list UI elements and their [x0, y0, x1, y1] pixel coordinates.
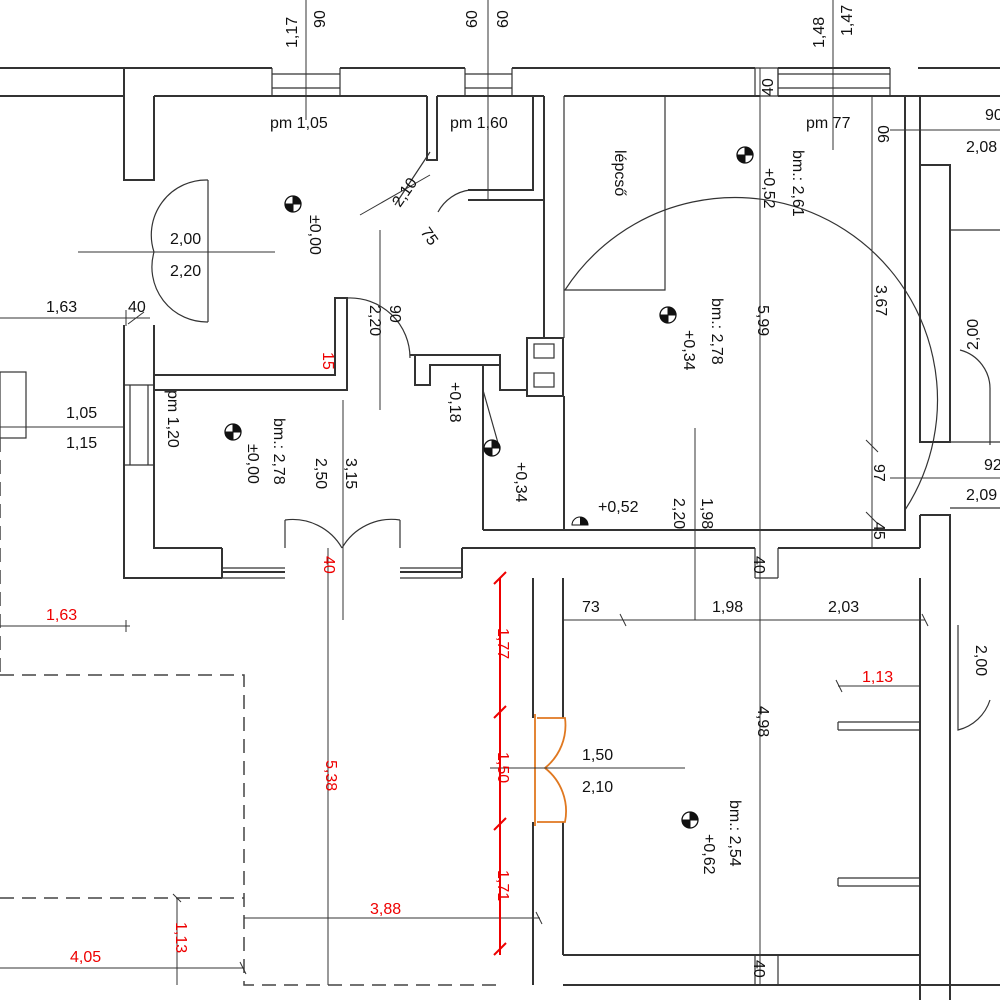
dim-text: 1,63 — [46, 607, 77, 624]
dim-text: 40 — [750, 960, 767, 978]
dim-text: 1,77 — [494, 628, 511, 659]
red-dimension-line — [493, 571, 507, 956]
door-label: 1,50 — [582, 747, 613, 764]
dim-text: 15 — [319, 352, 336, 370]
dim-text: 4,05 — [70, 949, 101, 966]
dim-text: 2,08 — [966, 139, 997, 156]
dim-text: 1,13 — [862, 669, 893, 686]
height-label: bm.: 2,78 — [270, 418, 287, 485]
dim-text: 40 — [760, 78, 777, 96]
dim-text: 1,50 — [494, 752, 511, 783]
height-label: bm.: 2,61 — [789, 150, 806, 217]
level-markers — [224, 146, 754, 829]
dim-text: 1,48 — [811, 17, 828, 48]
dim-text: 90 — [876, 125, 893, 143]
level-label: +0,34 — [512, 462, 529, 503]
dim-text: 5,99 — [754, 305, 771, 336]
dim-text: 90 — [985, 107, 1000, 124]
door-label: 2,10 — [582, 779, 613, 796]
dim-text: 1,98 — [712, 599, 743, 616]
dim-text: 1,98 — [698, 498, 715, 529]
dashed-outlines — [0, 438, 500, 986]
dim-text: 1,47 — [839, 5, 856, 36]
dim-text: 2,00 — [972, 645, 989, 676]
door-label: 75 — [417, 225, 441, 249]
text-labels: 1,17 90 60 60 1,48 1,47 pm 1,05 pm 1,60 … — [46, 5, 1000, 978]
dim-text: 60 — [495, 10, 512, 28]
dim-text: 2,03 — [828, 599, 859, 616]
parapet-label: pm 1,05 — [270, 115, 328, 132]
parapet-label: pm 77 — [806, 115, 851, 132]
dim-text: 3,67 — [872, 285, 889, 316]
parapet-label: pm 1,20 — [164, 390, 181, 448]
dim-text: 1,05 — [66, 405, 97, 422]
dim-text: 2,50 — [312, 458, 329, 489]
dim-text: 2,09 — [966, 487, 997, 504]
dim-text: 90 — [386, 305, 403, 323]
level-label: ±0,00 — [244, 444, 261, 484]
dim-text: 1,13 — [172, 922, 189, 953]
dim-text: 90 — [312, 10, 329, 28]
door-label: 2,10 — [389, 175, 421, 210]
dim-text: 1,63 — [46, 299, 77, 316]
door-label: 2,20 — [170, 263, 201, 280]
dim-text: 40 — [320, 556, 337, 574]
height-label: bm.: 2,78 — [708, 298, 725, 365]
dim-text: 3,88 — [370, 901, 401, 918]
level-label: +0,18 — [446, 382, 463, 423]
dim-text: 73 — [582, 599, 600, 616]
level-label: +0,34 — [680, 330, 697, 371]
dim-text: 45 — [870, 522, 887, 540]
level-label: +0,52 — [760, 168, 777, 209]
dim-text: 2,20 — [670, 498, 687, 529]
dim-text: 5,38 — [322, 760, 339, 791]
dim-text: 40 — [128, 299, 146, 316]
dim-text: 1,71 — [494, 870, 511, 901]
level-label: ±0,00 — [306, 215, 323, 255]
dim-text: 40 — [750, 556, 767, 574]
level-label: +0,62 — [700, 834, 717, 875]
interior-walls — [0, 68, 1000, 1000]
dim-text: 4,98 — [754, 706, 771, 737]
dim-text: 2,20 — [366, 305, 383, 336]
dim-text: 97 — [870, 464, 887, 482]
dim-text: 60 — [464, 10, 481, 28]
level-label: +0,52 — [598, 499, 639, 516]
stairs-label: lépcső — [611, 150, 628, 196]
dim-text: 1,15 — [66, 435, 97, 452]
parapet-label: pm 1,60 — [450, 115, 508, 132]
dim-text: 2,00 — [965, 319, 982, 350]
dim-text: 3,15 — [342, 458, 359, 489]
dim-text: 1,17 — [284, 17, 301, 48]
door-label: 2,00 — [170, 231, 201, 248]
doors — [150, 151, 991, 826]
exterior-walls — [0, 67, 1000, 97]
height-label: bm.: 2,54 — [726, 800, 743, 867]
dim-text: 92 — [984, 457, 1000, 474]
